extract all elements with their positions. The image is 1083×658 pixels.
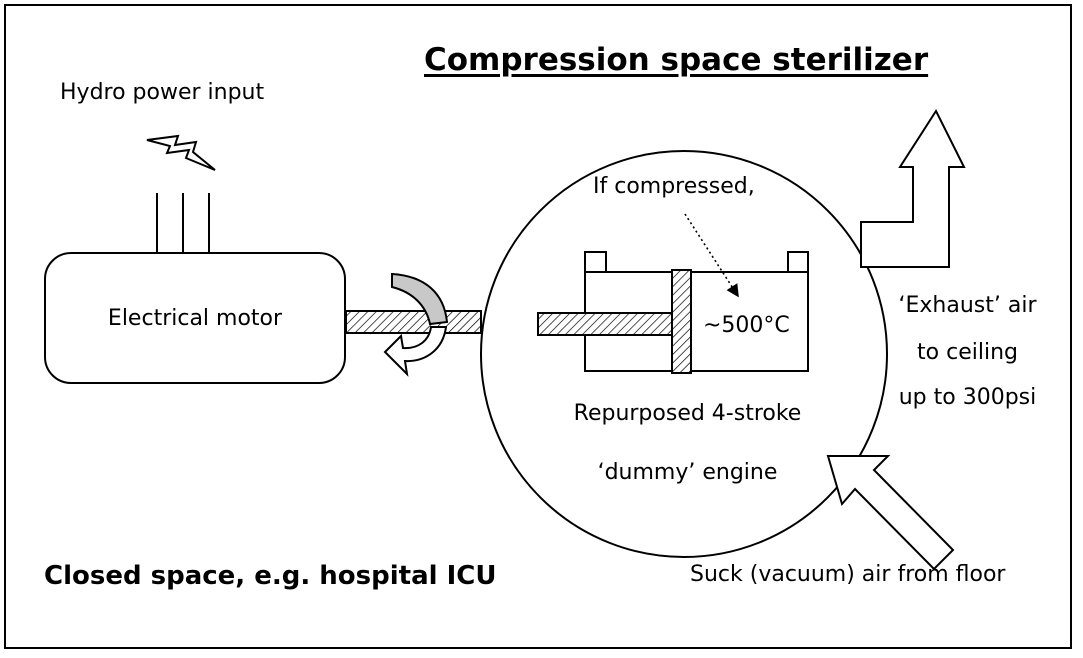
pointer-arrow xyxy=(684,213,739,298)
compressed-label: If compressed, xyxy=(593,174,755,199)
diagram-frame xyxy=(4,4,1072,649)
exhaust-arrow-icon xyxy=(860,108,966,268)
piston xyxy=(671,269,692,374)
engine-circle xyxy=(480,150,888,558)
power-wires xyxy=(156,193,210,253)
exhaust-valve xyxy=(787,251,809,273)
exhaust-label-line1: ‘Exhaust’ air xyxy=(898,293,1037,318)
drive-shaft xyxy=(345,310,482,334)
engine-label-line1: Repurposed 4-stroke xyxy=(573,401,802,426)
engine-label-line2: ‘dummy’ engine xyxy=(597,460,778,485)
diagram-title: Compression space sterilizer xyxy=(424,42,929,78)
rotation-arrow-tail xyxy=(383,326,448,377)
temperature-label: ~500°C xyxy=(703,313,790,338)
motor-label: Electrical motor xyxy=(107,306,283,331)
lightning-icon xyxy=(146,134,216,171)
intake-label: Suck (vacuum) air from floor xyxy=(690,562,1006,587)
exhaust-label-line2: to ceiling xyxy=(917,340,1018,365)
power-input-label: Hydro power input xyxy=(60,80,265,105)
exhaust-label-line3: up to 300psi xyxy=(898,385,1037,410)
intake-valve xyxy=(584,251,607,273)
piston-rod xyxy=(537,312,674,336)
space-label: Closed space, e.g. hospital ICU xyxy=(44,561,497,591)
intake-arrow-icon xyxy=(826,455,955,571)
rotation-arrow-icon xyxy=(391,272,449,326)
